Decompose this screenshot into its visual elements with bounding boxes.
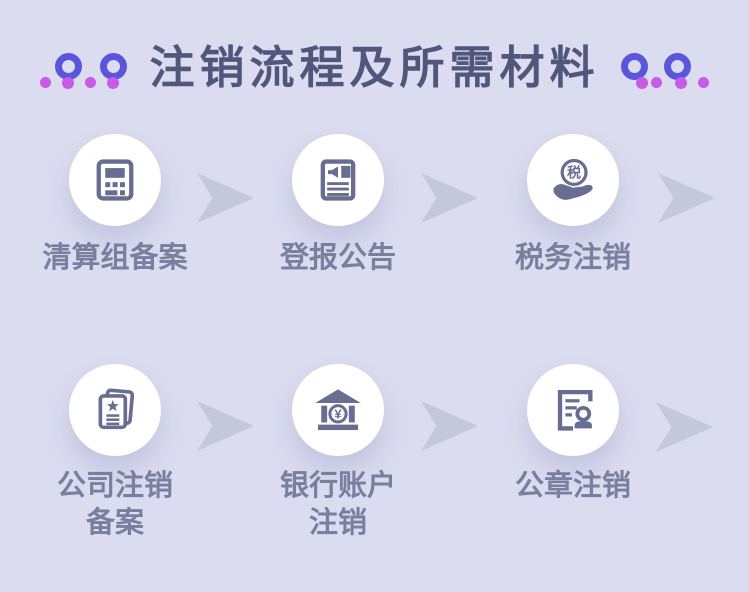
- step-label-line: 登报公告: [279, 242, 396, 274]
- decor-dot-icon: [107, 77, 120, 89]
- step-liquidation-group-filing: 清算组备案: [5, 134, 225, 277]
- step-label: 公司注销 备案: [57, 468, 173, 542]
- step-newspaper-announcement: 登报公告: [228, 134, 448, 277]
- documents-star-icon: [98, 388, 135, 430]
- step-icon-circle: ¥: [292, 364, 384, 456]
- decor-dot-icon: [674, 77, 687, 89]
- decor-dot-icon: [635, 77, 648, 89]
- newspaper-megaphone-icon: [320, 159, 356, 201]
- yuan-symbol: ¥: [334, 407, 342, 422]
- step-label-line: 税务注销: [514, 242, 631, 274]
- step-icon-circle: [292, 134, 384, 226]
- calculator-icon: [96, 159, 134, 201]
- step-icon-circle: [69, 134, 161, 226]
- decor-dot-icon: [697, 77, 709, 88]
- decor-ring-icon: [663, 53, 691, 80]
- step-bank-account-deregistration: ¥ 银行账户 注销: [228, 364, 448, 542]
- decor-dot-icon: [650, 77, 662, 88]
- step-icon-circle: [527, 364, 619, 456]
- tax-character: 税: [567, 165, 581, 181]
- step-label: 税务注销: [515, 240, 631, 277]
- decor-ring-icon: [100, 53, 128, 80]
- decor-dot-icon: [62, 77, 75, 89]
- step-label: 登报公告: [280, 240, 396, 277]
- step-icon-circle: 税: [527, 134, 619, 226]
- title-decoration-left: [36, 52, 128, 92]
- header: 注销流程及所需材料: [0, 36, 749, 98]
- step-seal-deregistration: 公章注销: [463, 364, 683, 505]
- step-label: 清算组备案: [42, 240, 187, 277]
- step-label-line: 公司注销: [56, 470, 173, 502]
- decor-dot-icon: [40, 77, 52, 88]
- stamp-document-icon: [557, 389, 593, 431]
- step-label-line: 公章注销: [514, 470, 631, 502]
- step-tax-deregistration: 税 税务注销: [463, 134, 683, 277]
- hand-holding-tax-coin-icon: 税: [553, 158, 593, 200]
- step-company-deregistration-filing: 公司注销 备案: [5, 364, 225, 542]
- step-label-line: 清算组备案: [42, 242, 188, 274]
- step-label-line: 注销: [308, 507, 367, 540]
- bank-yuan-icon: ¥: [315, 389, 361, 431]
- step-label-line: 备案: [85, 507, 144, 540]
- decor-ring-icon: [55, 53, 83, 80]
- step-label-line: 银行账户: [279, 470, 396, 502]
- decor-ring-icon: [620, 53, 648, 80]
- step-icon-circle: [69, 364, 161, 456]
- page-title: 注销流程及所需材料: [149, 41, 600, 93]
- step-label: 银行账户 注销: [280, 468, 396, 542]
- decor-dot-icon: [85, 77, 97, 88]
- step-label: 公章注销: [515, 468, 631, 505]
- title-decoration-right: [620, 52, 713, 92]
